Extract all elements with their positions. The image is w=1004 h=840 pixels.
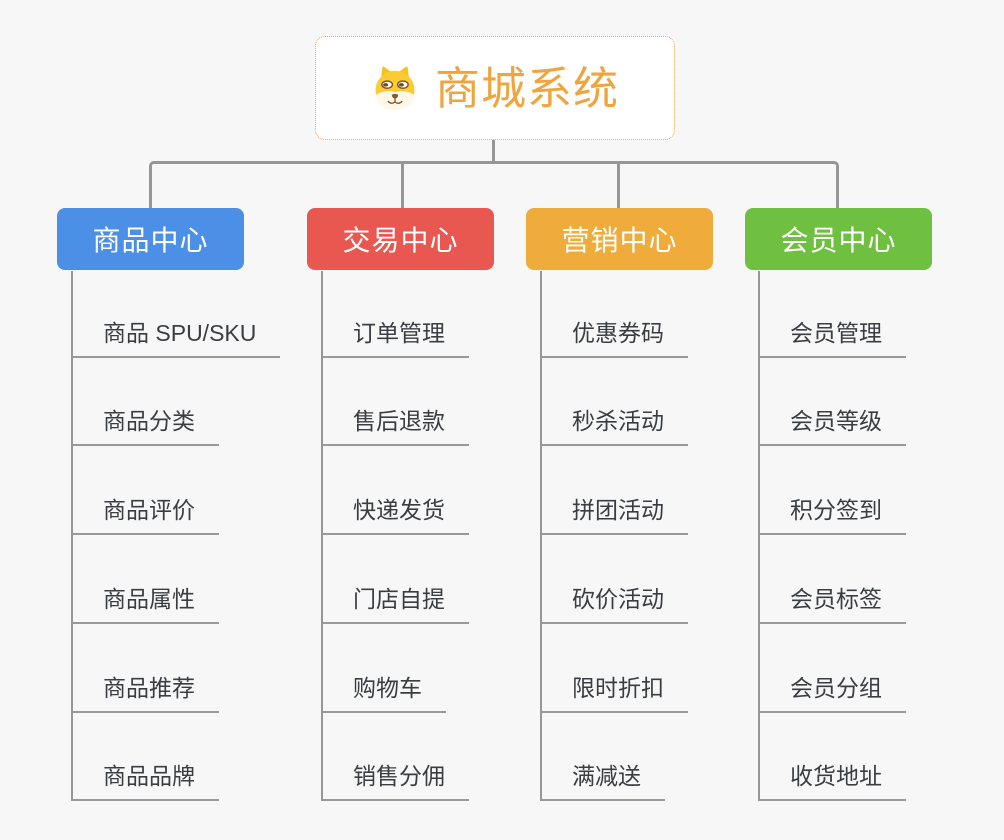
branch-column-product: 商品 SPU/SKU 商品分类 商品评价 商品属性 商品推荐 商品品牌 (71, 271, 303, 801)
child-label: 销售分佣 (323, 761, 469, 801)
root-node[interactable]: 商城系统 (315, 36, 675, 140)
child-node[interactable]: 商品品牌 (73, 761, 219, 801)
branch-column-member: 会员管理 会员等级 积分签到 会员标签 会员分组 收货地址 (758, 271, 990, 801)
branch-label: 商品中心 (92, 225, 209, 256)
root-connector-line (492, 140, 495, 164)
child-node[interactable]: 积分签到 (760, 495, 906, 535)
child-label: 优惠券码 (542, 318, 688, 358)
child-label: 积分签到 (760, 495, 906, 535)
child-node[interactable]: 限时折扣 (542, 673, 688, 713)
doge-icon (375, 66, 415, 110)
child-node[interactable]: 会员等级 (760, 406, 906, 446)
child-node[interactable]: 拼团活动 (542, 495, 688, 535)
child-label: 商品属性 (73, 584, 219, 624)
child-label: 快递发货 (323, 495, 469, 535)
child-label: 收货地址 (760, 761, 906, 801)
child-node[interactable]: 商品 SPU/SKU (73, 318, 281, 358)
child-node[interactable]: 商品分类 (73, 406, 219, 446)
branch-column-marketing: 优惠券码 秒杀活动 拼团活动 砍价活动 限时折扣 满减送 (540, 271, 772, 801)
child-node[interactable]: 会员管理 (760, 318, 906, 358)
child-label: 拼团活动 (542, 495, 688, 535)
child-label: 商品品牌 (73, 761, 219, 801)
branch-connector-line (401, 161, 404, 210)
child-label: 购物车 (323, 673, 446, 713)
child-node[interactable]: 快递发货 (323, 495, 469, 535)
child-node[interactable]: 销售分佣 (323, 761, 469, 801)
child-label: 会员标签 (760, 584, 906, 624)
child-label: 会员管理 (760, 318, 906, 358)
branch-box-product-center[interactable]: 商品中心 (57, 208, 244, 270)
branch-box-member-center[interactable]: 会员中心 (745, 208, 932, 270)
child-node[interactable]: 商品推荐 (73, 673, 219, 713)
child-node[interactable]: 商品属性 (73, 584, 219, 624)
child-label: 商品分类 (73, 406, 219, 446)
branch-box-trade-center[interactable]: 交易中心 (307, 208, 494, 270)
child-label: 商品推荐 (73, 673, 219, 713)
branch-label: 交易中心 (342, 225, 459, 256)
child-label: 商品 SPU/SKU (73, 318, 281, 358)
child-label: 售后退款 (323, 406, 469, 446)
branch-column-trade: 订单管理 售后退款 快递发货 门店自提 购物车 销售分佣 (321, 271, 553, 801)
child-label: 会员分组 (760, 673, 906, 713)
child-node[interactable]: 秒杀活动 (542, 406, 688, 446)
child-node[interactable]: 优惠券码 (542, 318, 688, 358)
child-label: 商品评价 (73, 495, 219, 535)
child-label: 秒杀活动 (542, 406, 688, 446)
branch-label: 营销中心 (561, 225, 678, 256)
child-node[interactable]: 订单管理 (323, 318, 469, 358)
branch-connector-line (617, 161, 620, 210)
child-label: 会员等级 (760, 406, 906, 446)
child-node[interactable]: 会员标签 (760, 584, 906, 624)
child-node[interactable]: 满减送 (542, 761, 665, 801)
child-node[interactable]: 售后退款 (323, 406, 469, 446)
branch-label: 会员中心 (780, 225, 897, 256)
branch-box-marketing-center[interactable]: 营销中心 (526, 208, 713, 270)
child-node[interactable]: 购物车 (323, 673, 446, 713)
child-node[interactable]: 门店自提 (323, 584, 469, 624)
branch-connector-rail (149, 161, 839, 210)
child-label: 限时折扣 (542, 673, 688, 713)
child-node[interactable]: 商品评价 (73, 495, 219, 535)
child-label: 满减送 (542, 761, 665, 801)
child-label: 门店自提 (323, 584, 469, 624)
root-title: 商城系统 (434, 62, 619, 114)
child-node[interactable]: 会员分组 (760, 673, 906, 713)
child-node[interactable]: 砍价活动 (542, 584, 688, 624)
child-node[interactable]: 收货地址 (760, 761, 906, 801)
child-label: 订单管理 (323, 318, 469, 358)
child-label: 砍价活动 (542, 584, 688, 624)
